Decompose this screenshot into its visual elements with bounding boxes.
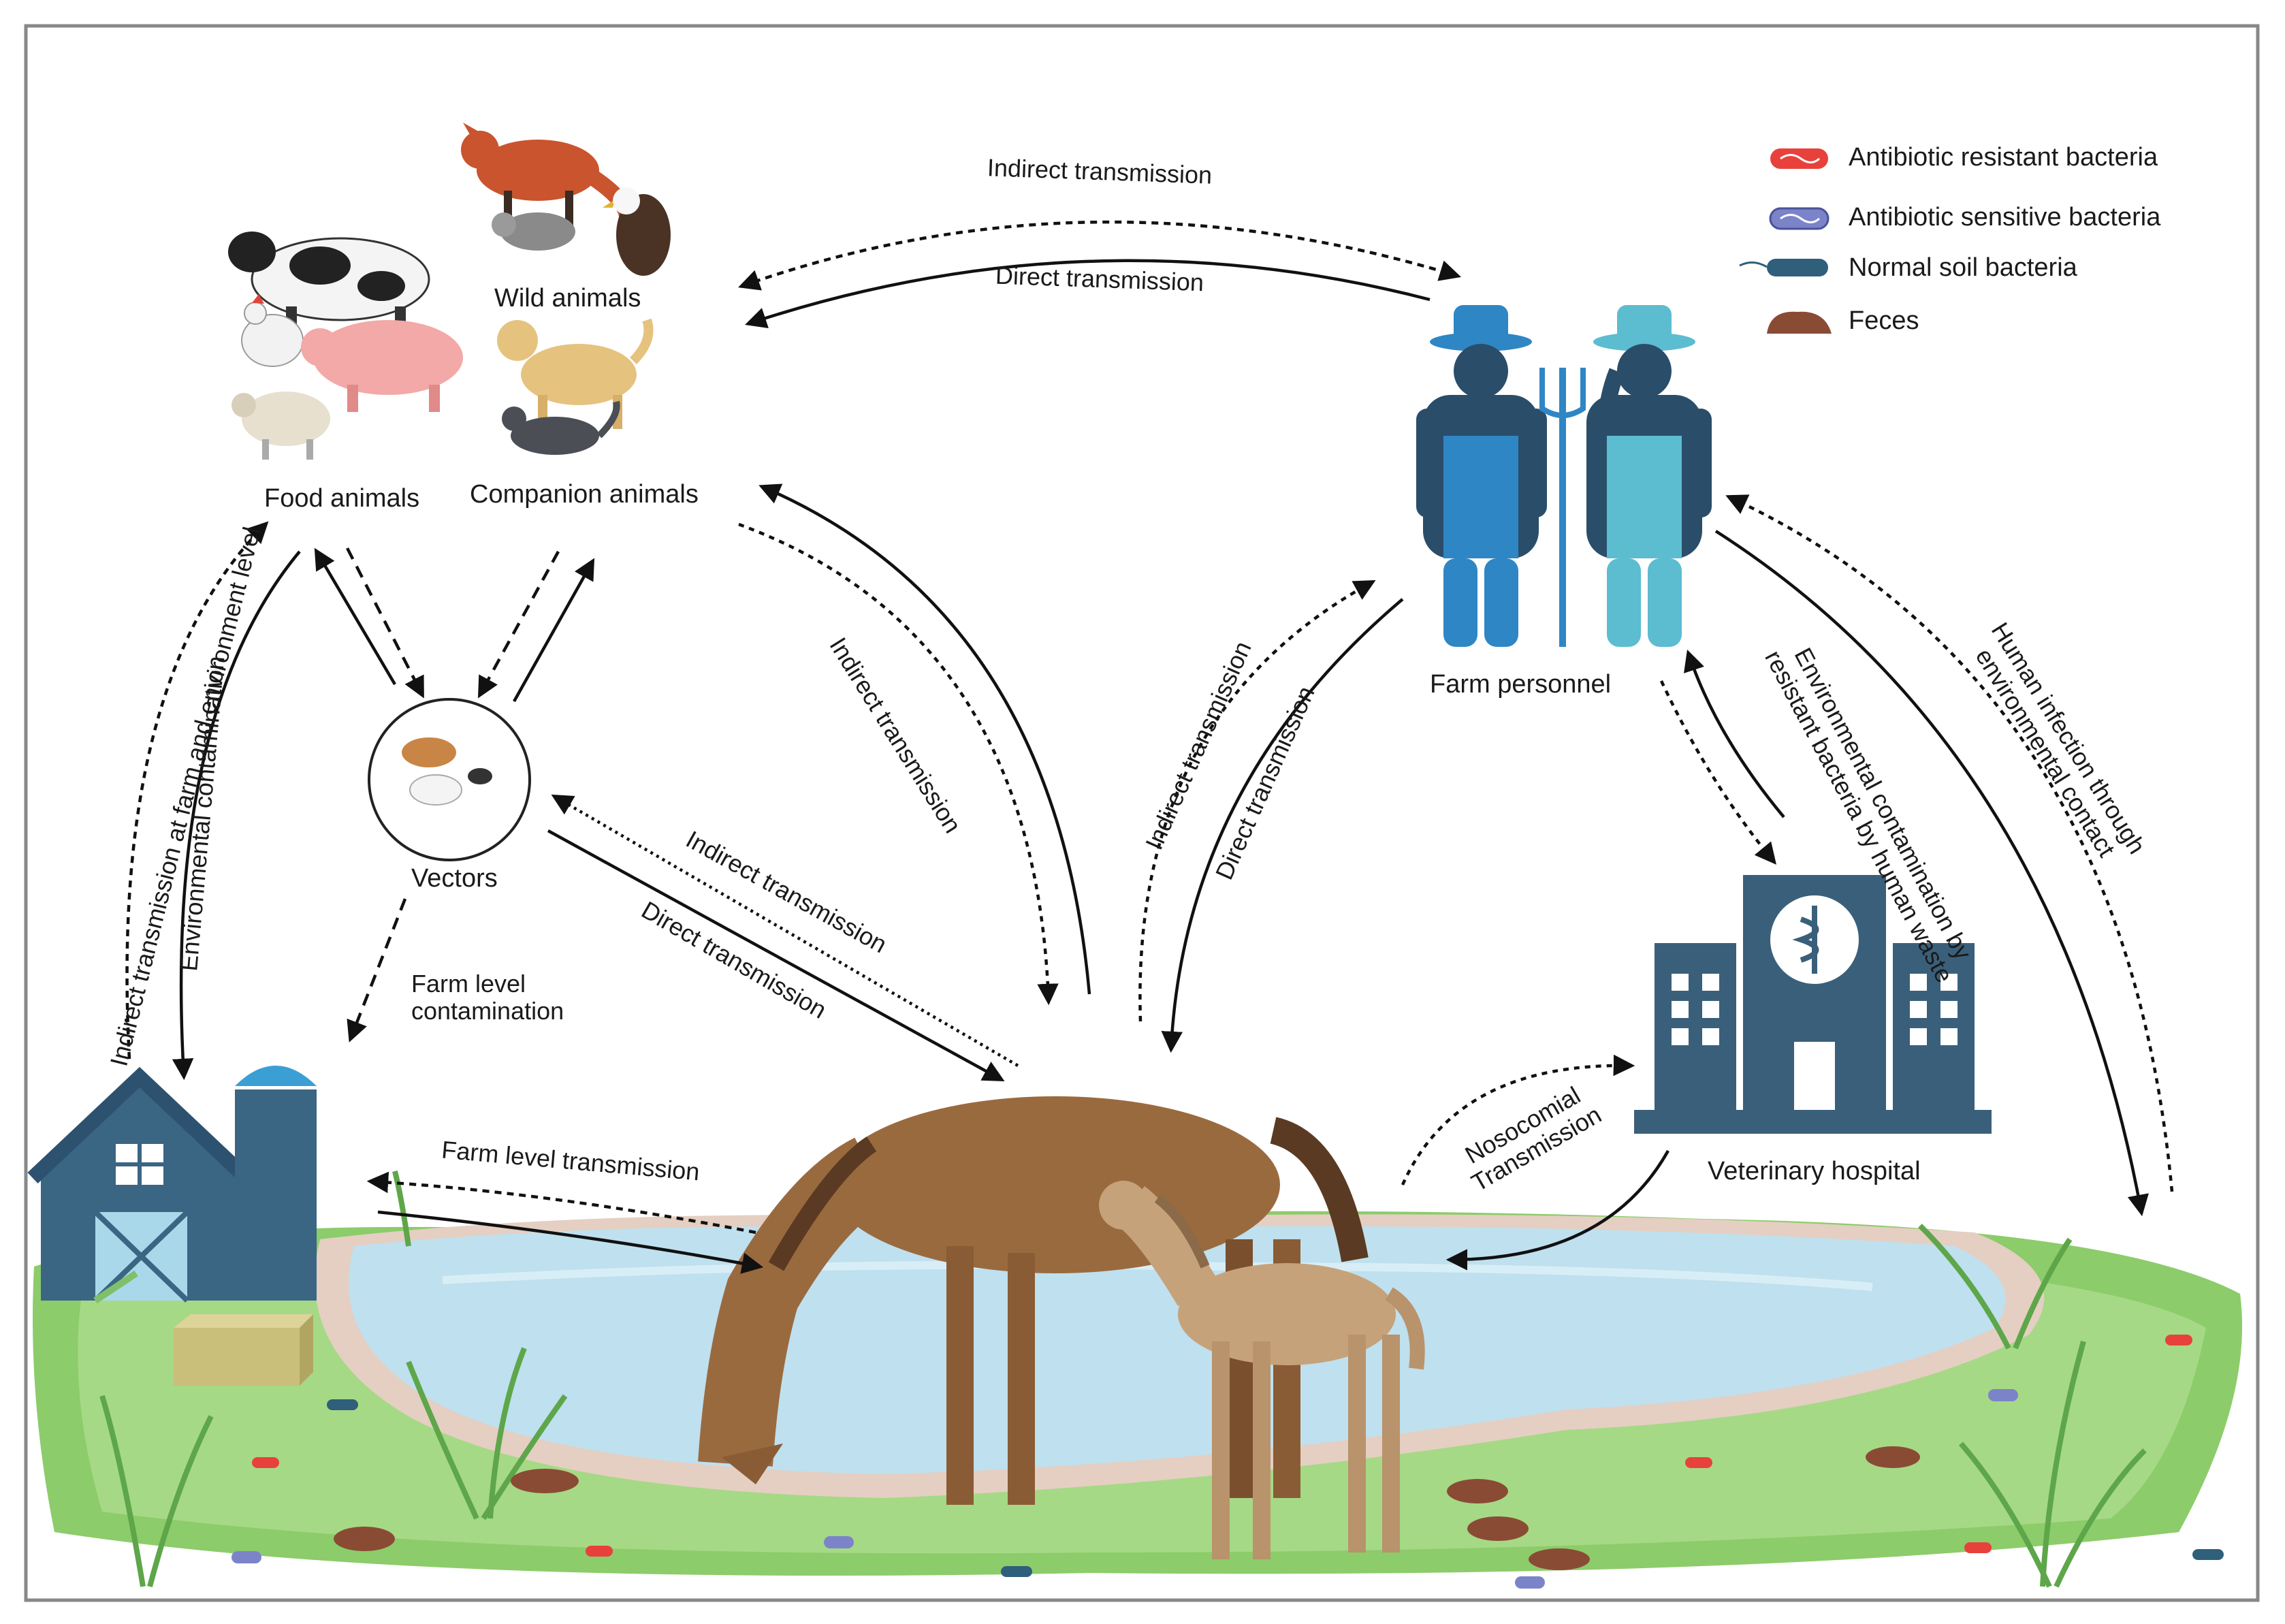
arrow-nosocomial-direct xyxy=(1445,1149,1669,1271)
cat-icon xyxy=(502,400,620,455)
chicken-icon xyxy=(241,294,304,367)
foal-icon xyxy=(1099,1181,1425,1559)
arrow-animals-horse-indirect xyxy=(738,522,1059,1006)
cow-icon xyxy=(228,232,430,340)
node-label-vectors: Vectors xyxy=(411,864,498,893)
arrow-vectors-horse-direct xyxy=(547,829,1005,1082)
arrow-companion-vectors-2 xyxy=(513,558,595,703)
arrow-vectors-horse-indirect xyxy=(551,794,1019,1067)
fox-icon xyxy=(461,123,636,228)
edge-label-farm-level-contamination: Farm level contamination xyxy=(411,970,564,1025)
frame-border xyxy=(24,24,2260,1602)
plants xyxy=(99,1171,2147,1588)
legend-label-resistant: Antibiotic resistant bacteria xyxy=(1849,143,2158,172)
pitchfork-icon xyxy=(1539,368,1586,647)
pig-icon xyxy=(301,320,463,412)
arrow-human-infection xyxy=(1725,494,2174,1192)
arrow-hospital-personnel-direct xyxy=(1684,650,1785,818)
hay-bale-icon xyxy=(174,1314,313,1386)
raccoon-icon xyxy=(492,212,575,251)
arrow-top-direct xyxy=(745,259,1431,329)
arrow-left-env xyxy=(172,550,301,1081)
feces-icon xyxy=(1767,311,1832,334)
legend-label-sensitive: Antibiotic sensitive bacteria xyxy=(1849,203,2161,232)
dog-icon xyxy=(497,318,654,429)
arrow-companion-vectors-1 xyxy=(477,550,560,699)
silo-icon xyxy=(235,1066,317,1301)
node-label-companion-animals: Companion animals xyxy=(470,480,699,509)
arrow-food-vectors-1 xyxy=(314,547,396,686)
arrow-nosocomial-indirect xyxy=(1401,1054,1635,1185)
veterinary-hospital-icon xyxy=(1634,875,1992,1134)
arrow-personnel-hospital-indirect xyxy=(1659,680,1777,865)
legend-label-feces: Feces xyxy=(1849,306,1919,335)
arrow-food-vectors-2 xyxy=(345,547,424,699)
arrow-left-indirect xyxy=(125,521,269,1060)
vectors-circle xyxy=(368,698,531,861)
eagle-icon xyxy=(603,187,671,276)
node-label-veterinary-hospital: Veterinary hospital xyxy=(1708,1157,1921,1185)
legend-icons xyxy=(1739,148,1832,334)
arrow-animals-horse-direct xyxy=(758,483,1091,995)
red-bacterium-icon xyxy=(1770,148,1828,169)
arrow-top-indirect xyxy=(738,220,1462,291)
farmer-icon xyxy=(1416,305,1547,647)
sheep-icon xyxy=(231,392,330,460)
soil-bacterium-icon xyxy=(1739,259,1828,276)
arrow-personnel-horse-direct xyxy=(1161,598,1404,1053)
legend-label-soil: Normal soil bacteria xyxy=(1849,253,2077,282)
blue-bacterium-icon xyxy=(1769,207,1829,230)
arrow-human-waste xyxy=(1714,530,2149,1217)
arrows xyxy=(125,220,2174,1274)
barn-icon xyxy=(27,1066,252,1304)
scattered-feces xyxy=(334,1446,1920,1570)
node-label-food-animals: Food animals xyxy=(264,484,420,513)
arrow-personnel-horse-indirect xyxy=(1138,579,1376,1022)
node-label-wild-animals: Wild animals xyxy=(494,284,641,313)
arrow-farm-transmission-direct xyxy=(377,1210,764,1274)
scattered-bacteria xyxy=(231,1335,2224,1589)
farmer-woman-icon xyxy=(1586,305,1712,647)
node-label-farm-personnel: Farm personnel xyxy=(1430,670,1612,699)
arrow-vectors-farm xyxy=(347,898,407,1042)
